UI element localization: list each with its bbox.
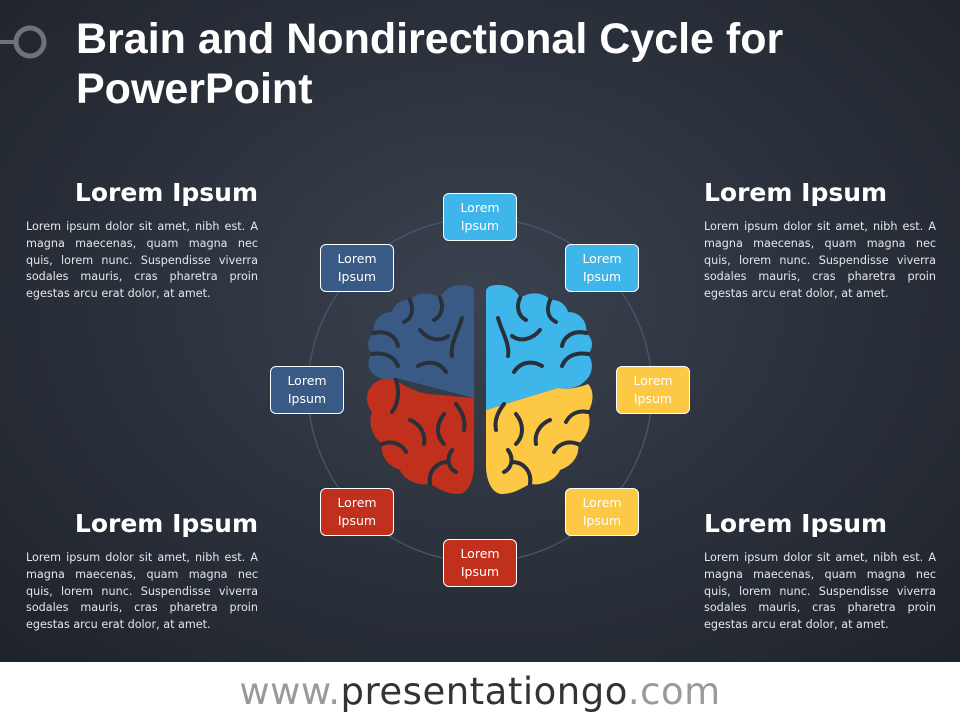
cycle-box-bottom: Lorem Ipsum — [443, 539, 517, 587]
brain-bottom-left-lobe — [367, 378, 474, 494]
cycle-box-right: Lorem Ipsum — [616, 366, 690, 414]
cycle-box-bottom-left: Lorem Ipsum — [320, 488, 394, 536]
section-text-bottom-left: Lorem ipsum dolor sit amet, nibh est. A … — [26, 551, 258, 632]
section-text-top-right: Lorem ipsum dolor sit amet, nibh est. A … — [704, 220, 936, 301]
cycle-box-top-left: Lorem Ipsum — [320, 244, 394, 292]
brain-top-right-lobe — [486, 285, 592, 410]
slide-canvas: Brain and Nondirectional Cycle for Power… — [0, 0, 960, 662]
ring-logo-icon — [0, 25, 47, 59]
cycle-box-top-right: Lorem Ipsum — [565, 244, 639, 292]
footer-suffix: .com — [627, 669, 721, 713]
section-heading-bottom-right: Lorem Ipsum — [704, 509, 888, 538]
section-heading-top-left: Lorem Ipsum — [74, 178, 258, 207]
footer-brand: presentationgo — [340, 669, 628, 713]
footer-website: www.presentationgo.com — [0, 662, 960, 720]
brain-bottom-right-lobe — [486, 384, 593, 494]
brain-cycle-diagram — [307, 217, 653, 563]
brain-top-left-lobe — [368, 285, 474, 398]
section-text-top-left: Lorem ipsum dolor sit amet, nibh est. A … — [26, 220, 258, 301]
cycle-box-top: Lorem Ipsum — [443, 193, 517, 241]
section-heading-bottom-left: Lorem Ipsum — [74, 509, 258, 538]
cycle-box-bottom-right: Lorem Ipsum — [565, 488, 639, 536]
section-heading-top-right: Lorem Ipsum — [704, 178, 888, 207]
cycle-box-left: Lorem Ipsum — [270, 366, 344, 414]
page-title: Brain and Nondirectional Cycle for Power… — [76, 15, 784, 113]
section-text-bottom-right: Lorem ipsum dolor sit amet, nibh est. A … — [704, 551, 936, 632]
footer-prefix: www. — [239, 669, 341, 713]
